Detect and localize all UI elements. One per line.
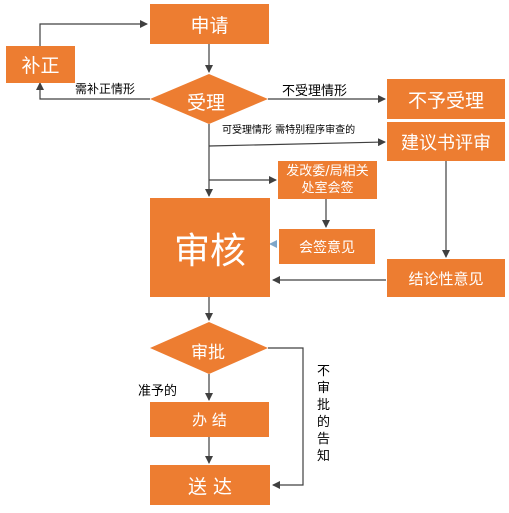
node-countersign-depts-label: 发改委/局相关处室会签 (286, 164, 369, 196)
node-approve-label: 审批 (191, 343, 225, 363)
node-countersign-depts: 发改委/局相关处室会签 (278, 161, 377, 199)
node-countersign-opinion-label: 会签意见 (299, 239, 355, 256)
edge-label-not-approved-notice: 不审批的告知 (317, 364, 331, 464)
node-deliver: 送 达 (150, 465, 270, 505)
node-not-accept: 不予受理 (387, 79, 505, 119)
node-supplement-label: 补正 (21, 55, 60, 77)
node-conclusion-label: 结论性意见 (408, 269, 484, 288)
edge-approve-deliver-notice (268, 347, 304, 489)
node-review: 审核 (150, 198, 270, 297)
node-proposal-review: 建议书评审 (387, 122, 505, 161)
node-process: 办 结 (150, 402, 269, 437)
node-apply-label: 申请 (190, 14, 229, 37)
accept-diamond (150, 74, 268, 124)
node-supplement: 补正 (6, 46, 75, 83)
edge-accept-supplement (36, 82, 150, 100)
node-process-label: 办 结 (192, 411, 227, 429)
node-deliver-label: 送 达 (187, 475, 233, 498)
node-accept-label: 受理 (187, 92, 226, 114)
node-review-label: 审核 (173, 230, 246, 272)
approve-diamond (150, 322, 268, 374)
edge-label-acceptable-case: 可受理情形 需特别程序审查的 (222, 125, 356, 136)
edge-label-need-supplement: 需补正情形 (75, 82, 136, 96)
node-not-accept-label: 不予受理 (407, 89, 484, 112)
edge-trunk-proposal (208, 138, 386, 147)
node-conclusion: 结论性意见 (387, 259, 505, 297)
edge-label-not-accept-case: 不受理情形 (282, 84, 348, 99)
node-proposal-review-label: 建议书评审 (401, 132, 491, 154)
node-apply: 申请 (150, 4, 269, 44)
edge-supplement-apply (39, 20, 148, 46)
node-countersign-opinion: 会签意见 (279, 229, 375, 264)
edge-label-approved: 准予的 (138, 384, 178, 399)
